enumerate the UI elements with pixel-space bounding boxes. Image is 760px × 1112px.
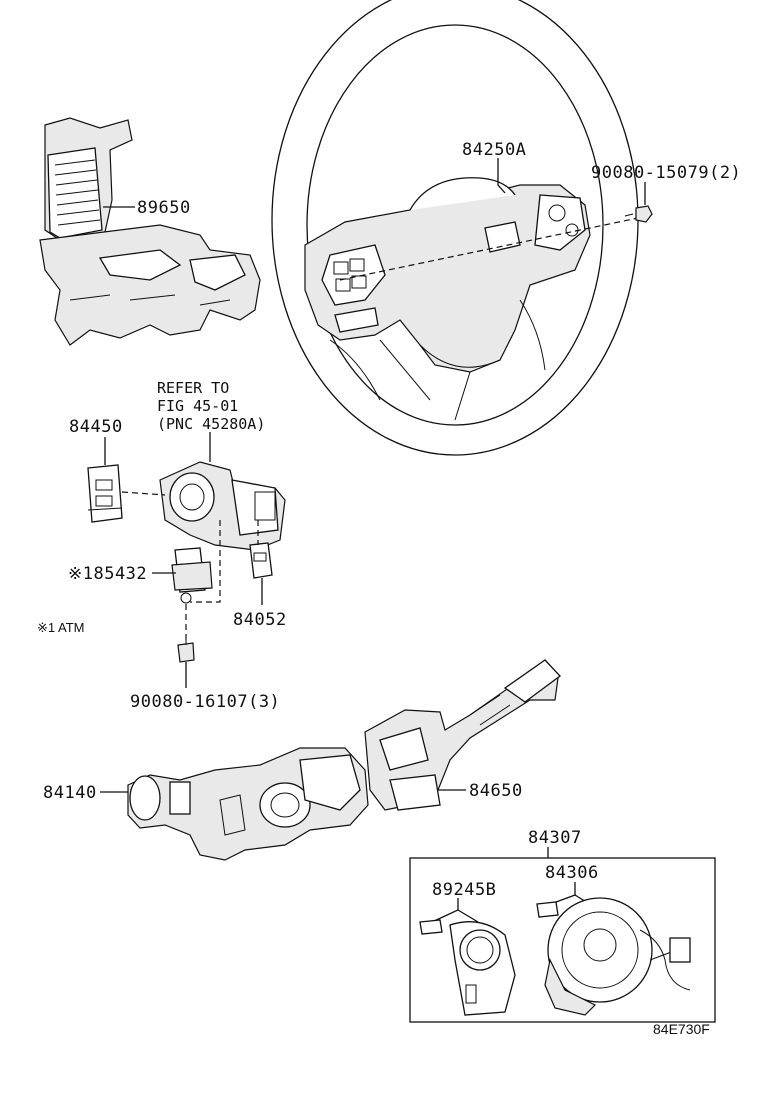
leader-84250A (497, 158, 506, 194)
label-89650: 89650 (137, 198, 191, 218)
dash-85432 (190, 520, 221, 603)
refer-to-line3: (PNC 45280A) (157, 415, 265, 433)
label-84650: 84650 (469, 781, 523, 801)
steering-wheel (271, 0, 639, 456)
steering-sensor-89245B (419, 919, 516, 1016)
leader-84306-a (547, 882, 576, 906)
label-85432: ※185432 (68, 564, 147, 584)
combination-switch-84140 (127, 747, 369, 861)
airbag-sensor-89650 (39, 117, 261, 346)
spiral-cable-84306 (536, 897, 691, 1016)
lock-cylinder-assembly (159, 461, 286, 551)
wiper-switch-84650 (364, 659, 561, 811)
label-84140: 84140 (43, 783, 97, 803)
label-84306: 84306 (545, 863, 599, 883)
key-unlock-switch-84450 (87, 464, 123, 523)
figure-code: 84E730F (653, 1021, 710, 1037)
dashed-axis-wheel (339, 217, 639, 281)
label-89245B: 89245B (432, 880, 496, 900)
switch-84052 (249, 542, 273, 579)
note-atm: ※1 ATM (37, 620, 85, 635)
label-84450: 84450 (69, 417, 123, 437)
label-84307: 84307 (528, 828, 582, 848)
dash-84450 (121, 491, 166, 496)
label-90080-16107: 90080-16107(3) (130, 692, 280, 712)
leader-89245B-a (431, 898, 459, 923)
shift-lock-solenoid-85432 (171, 547, 213, 604)
bolt-90080-15079 (624, 205, 653, 223)
kit-box-84307 (409, 857, 716, 1023)
refer-to-line1: REFER TO (157, 379, 229, 397)
label-90080-15079: 90080-15079(2) (591, 163, 741, 183)
label-84052: 84052 (233, 610, 287, 630)
leader-89245B-b (457, 909, 479, 923)
label-84250A: 84250A (462, 140, 526, 160)
refer-to-line2: FIG 45-01 (157, 397, 238, 415)
screw-90080-16107 (177, 604, 195, 663)
